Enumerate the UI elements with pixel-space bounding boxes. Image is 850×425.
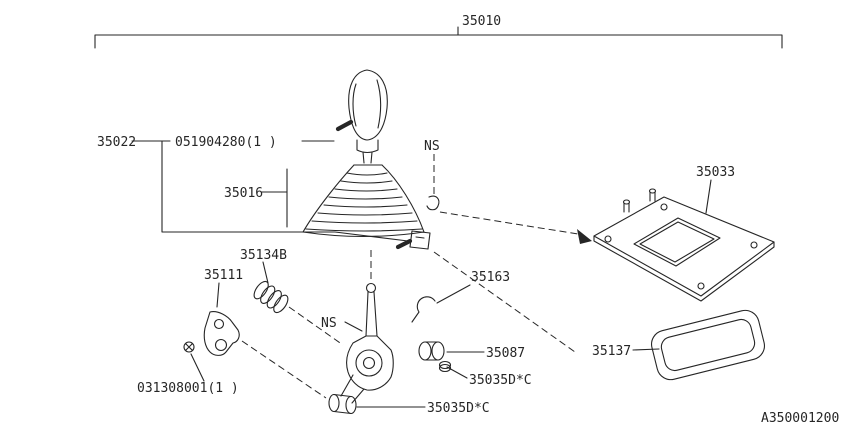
assembly-bracket [94,26,783,49]
part-label-35163: 35163 [471,270,510,285]
part-label-ns-lower: NS [321,316,337,331]
pivot-bushing [418,341,452,373]
part-label-35087: 35087 [486,346,525,361]
flange-bolt [183,341,195,353]
return-spring [253,280,289,314]
part-label-35022: 35022 [97,135,136,150]
direction-arrow [577,229,592,244]
part-label-35137: 35137 [592,344,631,359]
part-label-35035dc-lower: 35035D*C [427,401,490,416]
part-label-35010: 35010 [462,14,501,29]
lower-pivot-bushing [328,393,357,415]
part-label-bolt: 031308001(1 ) [137,381,239,396]
boot-lower-fitting [395,230,431,250]
ns-clip [426,195,440,211]
shift-knob [348,69,388,164]
shift-lever [340,282,394,404]
leader-lines [131,140,712,408]
shift-boot [302,164,425,238]
part-label-35016: 35016 [224,186,263,201]
part-label-35111: 35111 [204,268,243,283]
assembly-axis-lines [241,154,579,399]
part-label-knob-screw: 051904280(1 ) [175,135,277,150]
part-labels: 35010 35022 051904280(1 ) 35016 NS 35033… [97,14,839,425]
part-label-35035dc-upper: 35035D*C [469,373,532,388]
knob-set-screw [335,119,354,132]
base-plate [577,188,775,302]
part-label-35134b: 35134B [240,248,287,263]
lever-bracket [203,311,240,356]
part-label-35033: 35033 [696,165,735,180]
snap-hook [411,296,436,323]
plate-gasket [651,309,765,381]
part-label-ns-upper: NS [424,139,440,154]
figure-code: A350001200 [761,411,839,425]
